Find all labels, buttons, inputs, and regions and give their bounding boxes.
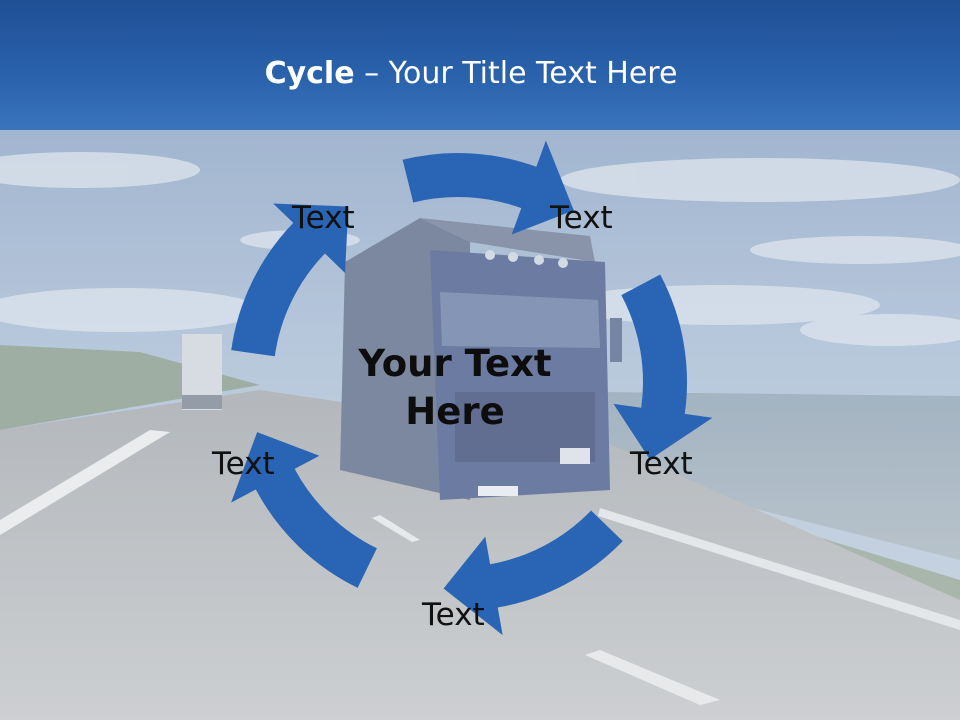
cycle-arrow-2 [613,274,713,460]
cycle-label-3: Text [630,446,693,482]
center-text: Your Text Here [345,340,565,436]
center-text-line-2: Here [405,390,505,433]
title-bar [0,0,960,130]
cycle-label-5: Text [212,446,275,482]
cycle-arrow-3 [443,510,623,636]
title-bold: Cycle [264,56,355,91]
cycle-arrow-5 [231,203,349,357]
center-text-line-1: Your Text [358,342,552,385]
cycle-arrow-4 [231,432,377,588]
cycle-label-2: Text [550,200,613,236]
title-rest: – Your Title Text Here [354,56,678,91]
cycle-label-4: Text [422,597,485,633]
cycle-arrow-1 [402,140,574,235]
cycle-label-1: Text [292,200,355,236]
slide-title: Cycle – Your Title Text Here [0,56,942,91]
